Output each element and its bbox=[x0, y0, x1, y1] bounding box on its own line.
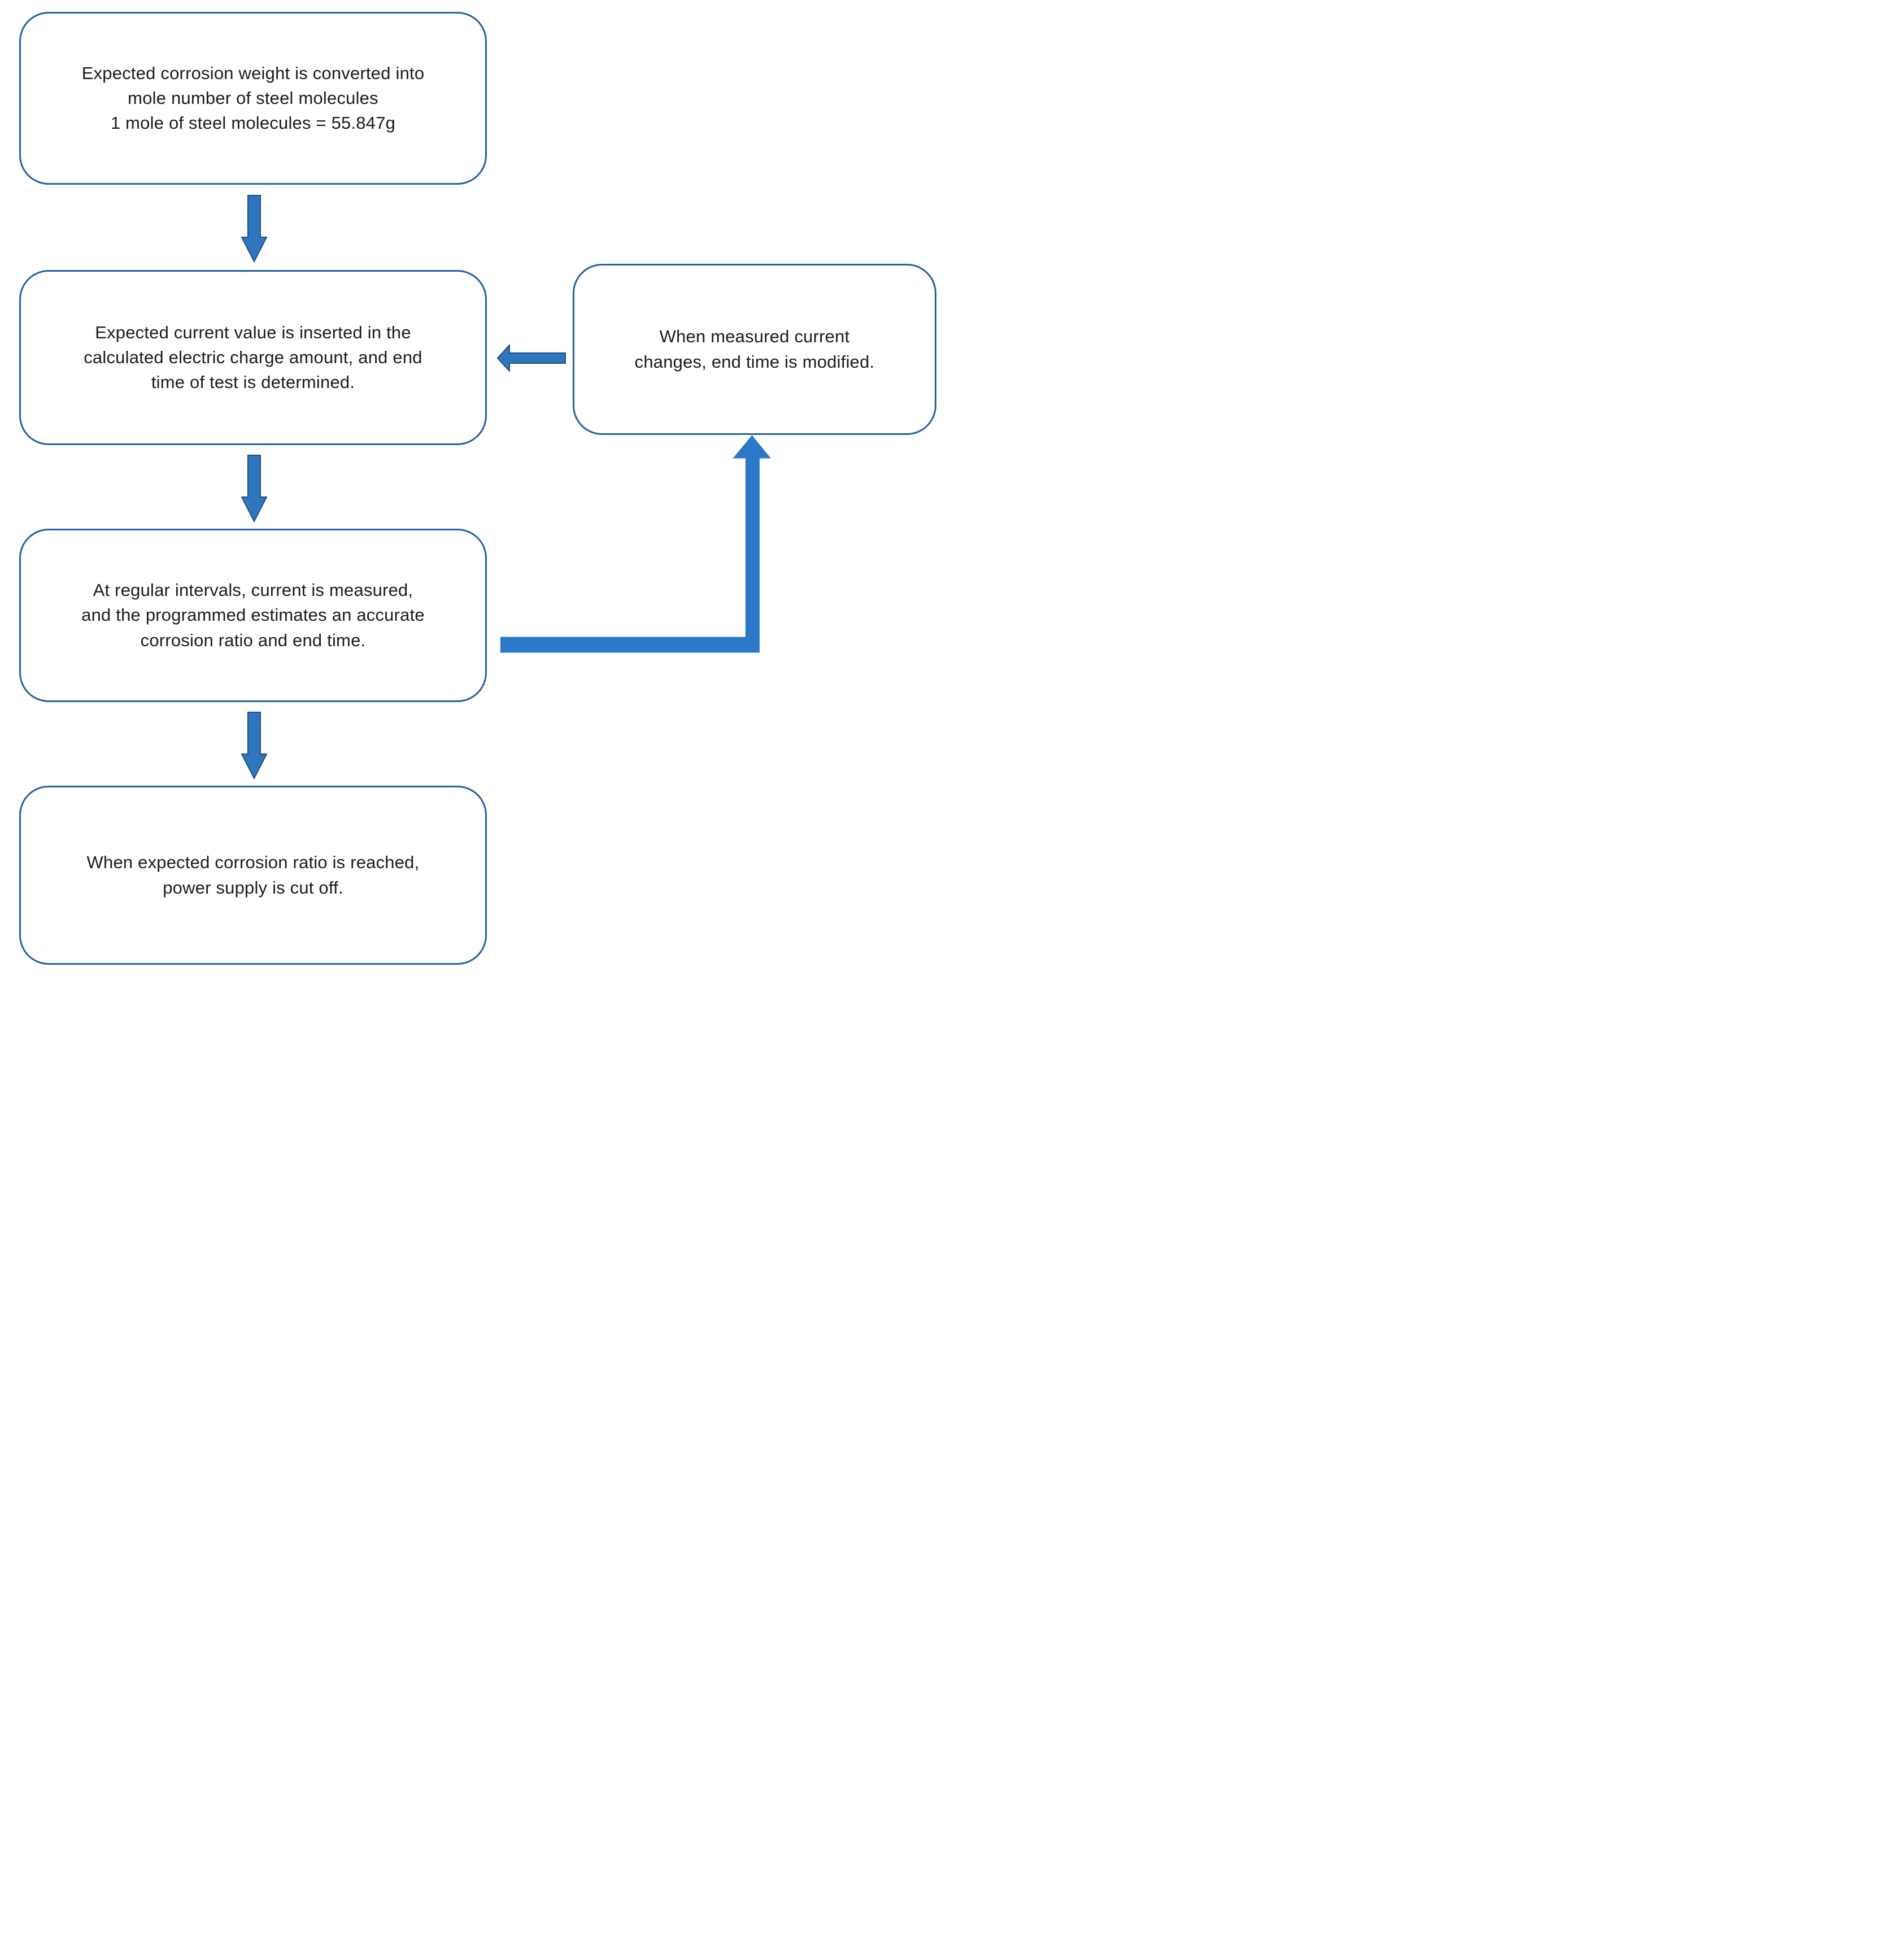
flow-side-note-box: When measured current changes, end time … bbox=[573, 264, 936, 435]
flow-step-1-text: Expected corrosion weight is converted i… bbox=[81, 63, 425, 133]
flow-step-3-text: At regular intervals, current is measure… bbox=[81, 580, 425, 650]
down-arrow-icon bbox=[241, 455, 267, 522]
flow-step-4-box: When expected corrosion ratio is reached… bbox=[19, 786, 487, 965]
elbow-up-arrow-icon bbox=[500, 435, 771, 653]
flow-side-note-text: When measured current changes, end time … bbox=[634, 326, 875, 372]
flow-step-2-text: Expected current value is inserted in th… bbox=[84, 322, 422, 392]
flowchart-canvas: Expected corrosion weight is converted i… bbox=[0, 0, 946, 980]
down-arrow-icon bbox=[241, 195, 267, 263]
flow-step-4-text: When expected corrosion ratio is reached… bbox=[86, 852, 420, 898]
left-arrow-icon bbox=[497, 345, 566, 372]
flow-step-3-box: At regular intervals, current is measure… bbox=[19, 529, 487, 702]
flow-step-2-box: Expected current value is inserted in th… bbox=[19, 270, 487, 445]
down-arrow-icon bbox=[241, 712, 267, 779]
flow-step-1-box: Expected corrosion weight is converted i… bbox=[19, 12, 487, 185]
